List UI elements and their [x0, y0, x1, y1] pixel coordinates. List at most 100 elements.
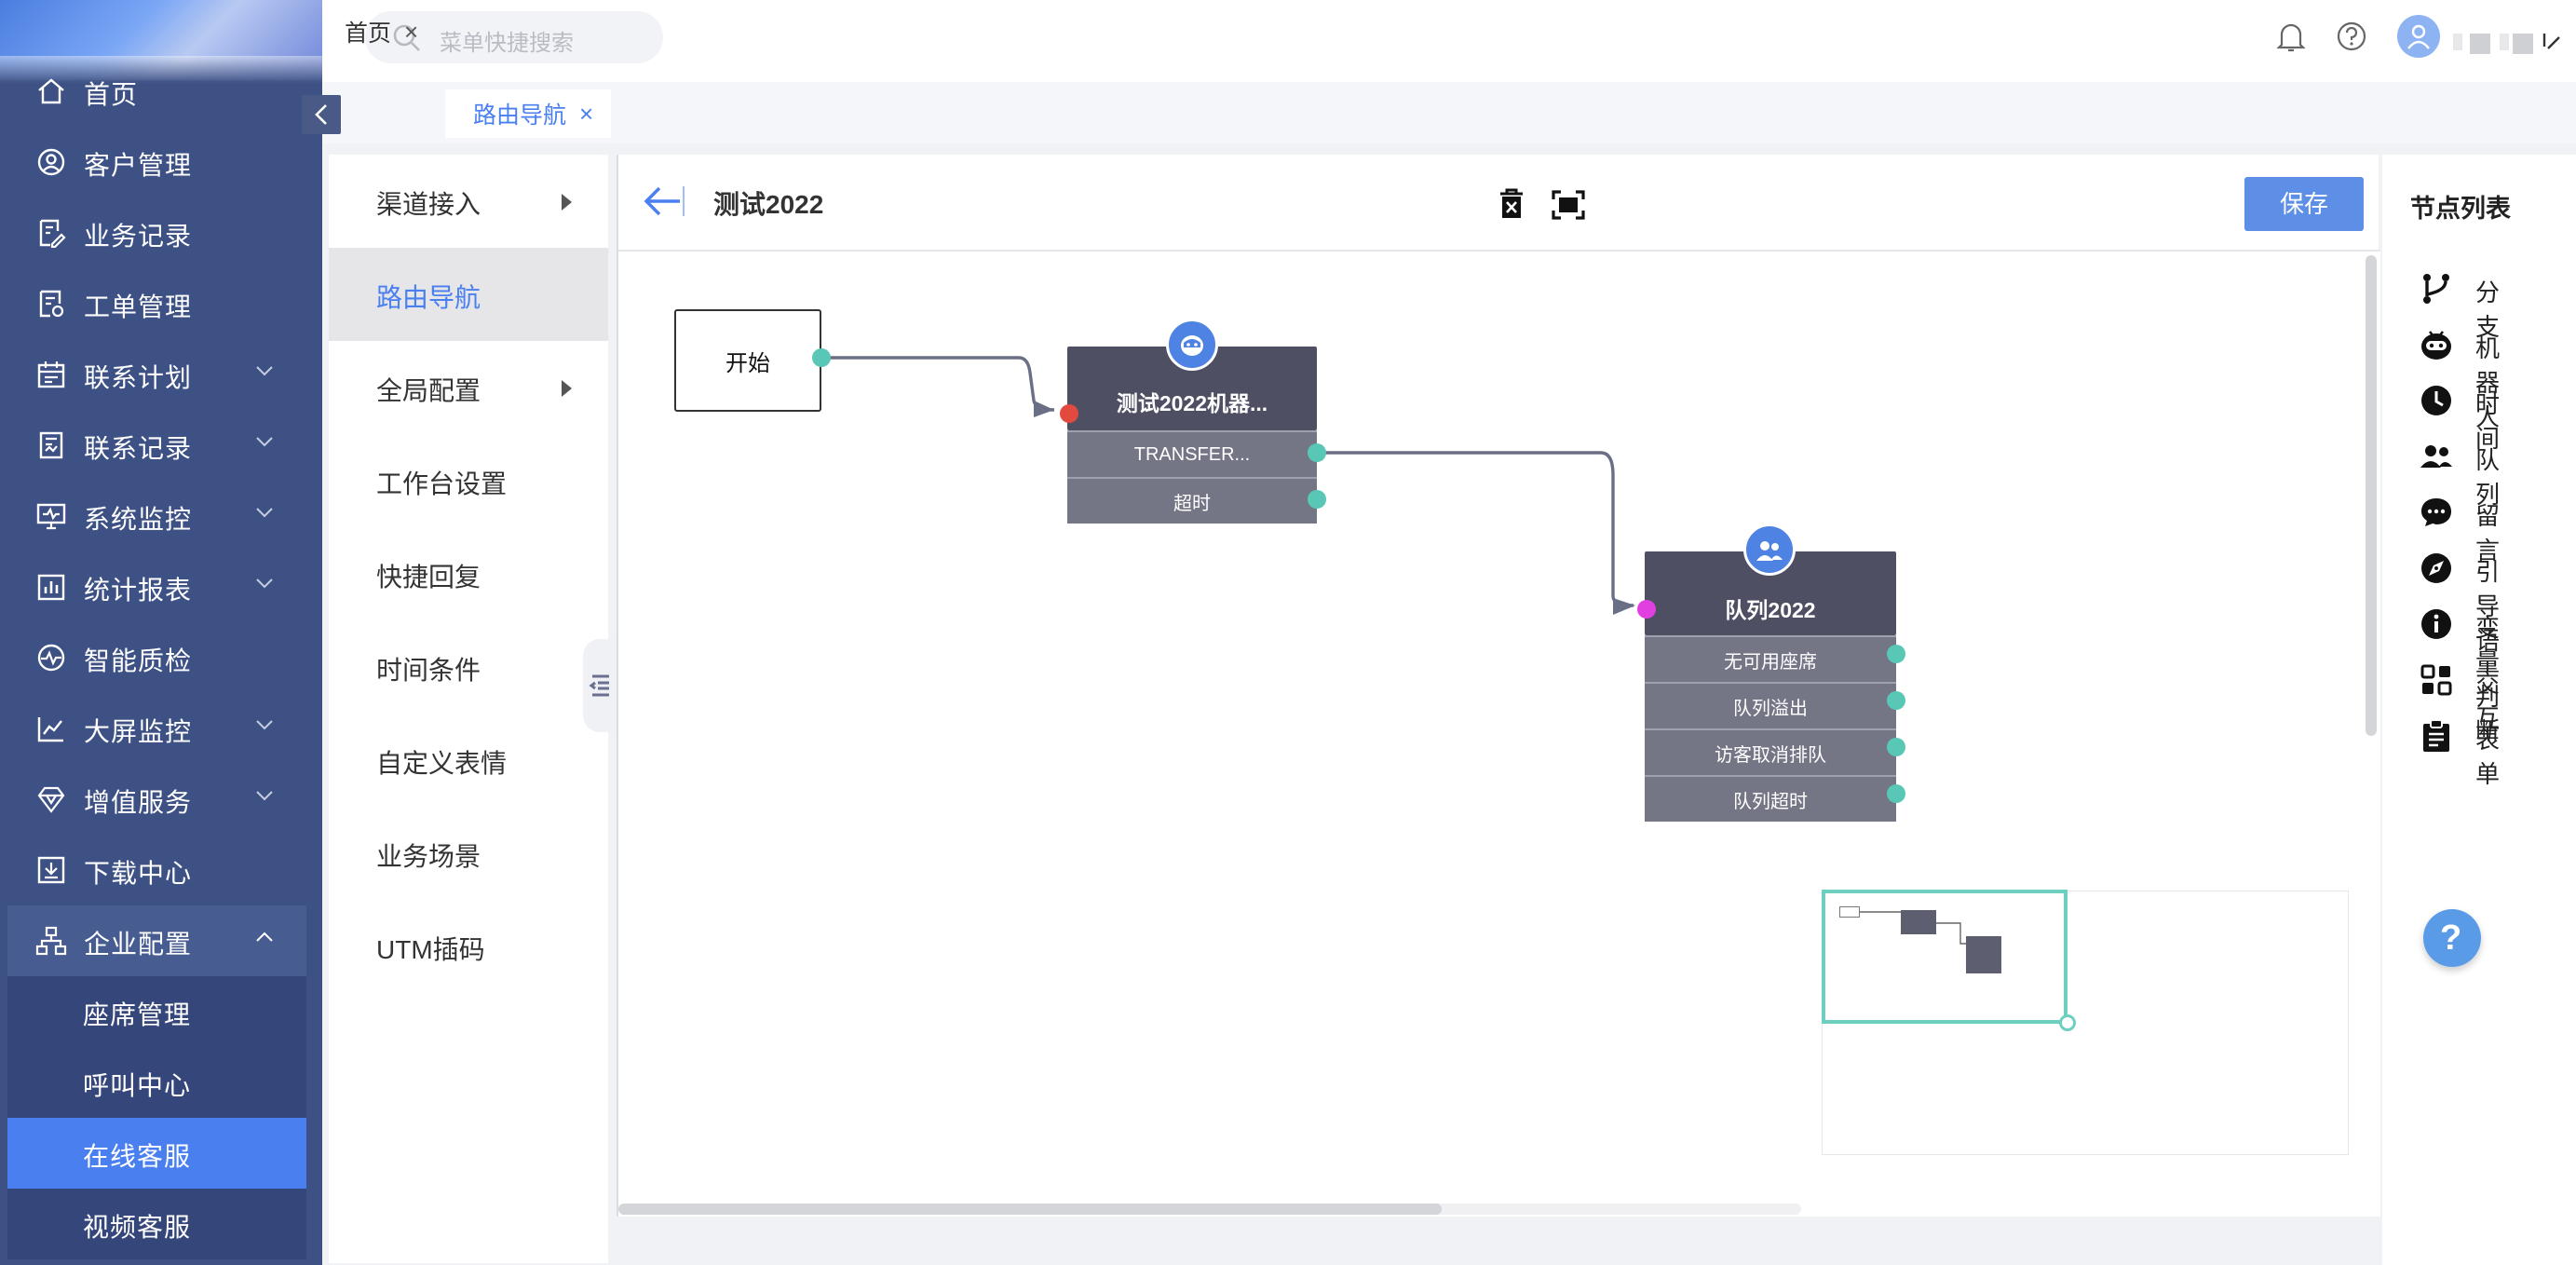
sidebar-item-enterprise-config[interactable]: 企业配置	[7, 905, 306, 976]
screen-icon	[37, 717, 63, 742]
queue-port-row: 队列溢出	[1645, 682, 1896, 728]
sidebar-item-reports[interactable]: 统计报表	[0, 551, 322, 622]
close-icon[interactable]: ×	[404, 17, 419, 46]
flow-canvas[interactable]: 开始 测试2022机器... TRANSFER... 超时 队列2022 无可用…	[618, 252, 2380, 1217]
robot-output-port-timeout[interactable]	[1308, 490, 1326, 509]
queue-output-port-3[interactable]	[1887, 738, 1905, 756]
sidebar-item-system-monitor[interactable]: 系统监控	[0, 481, 322, 551]
bell-icon[interactable]	[2276, 20, 2306, 54]
chevron-down-icon	[256, 791, 273, 801]
tab-home[interactable]: 首页 ×	[345, 7, 434, 56]
collapse-sidebar-button[interactable]	[302, 95, 341, 134]
robot-icon	[2421, 331, 2451, 360]
palette-item-label: 队列	[2475, 446, 2501, 509]
sidebar-item-label: 系统监控	[84, 505, 193, 534]
sidebar-subitem-online-service[interactable]: 在线客服	[7, 1118, 306, 1189]
minimap-viewport[interactable]	[1822, 890, 2068, 1024]
palette-item-label: 时间	[2475, 390, 2501, 453]
sidebar-item-quality[interactable]: 智能质检	[0, 622, 322, 693]
queue-output-port-1[interactable]	[1887, 645, 1905, 663]
menu-collapse-handle[interactable]	[583, 639, 617, 732]
back-arrow-icon[interactable]	[641, 181, 685, 222]
menu-item-business-scene[interactable]: 业务场景	[329, 807, 608, 900]
menu-item-channel-access[interactable]: 渠道接入	[329, 155, 608, 248]
chevron-down-icon[interactable]	[2541, 30, 2567, 56]
avatar[interactable]	[2397, 15, 2440, 58]
sidebar-item-contact-records[interactable]: 联系记录	[0, 410, 322, 481]
fit-view-icon[interactable]	[1552, 190, 1585, 220]
tab-label: 路由导航	[473, 102, 567, 129]
chevron-down-icon	[256, 366, 273, 376]
sidebar-item-label: 统计报表	[84, 576, 193, 605]
record-icon	[39, 431, 63, 459]
menu-item-routing[interactable]: 路由导航	[329, 248, 608, 341]
start-node-label: 开始	[725, 350, 770, 376]
sidebar-item-downloads[interactable]: 下载中心	[0, 835, 322, 905]
menu-item-workbench[interactable]: 工作台设置	[329, 434, 608, 527]
sidebar-item-label: 大屏监控	[84, 717, 193, 746]
queue-input-port[interactable]	[1637, 600, 1656, 619]
help-icon[interactable]	[2336, 20, 2367, 52]
top-bar	[322, 0, 2576, 82]
sidebar-item-value-added[interactable]: 增值服务	[0, 764, 322, 835]
edge-robot-to-queue	[1319, 451, 1634, 607]
sidebar-subitem-agents[interactable]: 座席管理	[7, 976, 306, 1047]
edge-start-to-robot	[821, 356, 1055, 412]
sidebar-subitem-call-center[interactable]: 呼叫中心	[7, 1047, 306, 1118]
quality-icon	[37, 644, 65, 672]
sidebar-item-label: 业务记录	[84, 222, 193, 251]
trash-icon[interactable]	[1498, 188, 1525, 220]
username-blur	[2453, 34, 2462, 50]
menu-item-time-condition[interactable]: 时间条件	[329, 620, 608, 714]
search-placeholder: 菜单快捷搜索	[440, 31, 574, 56]
search-input[interactable]: 菜单快捷搜索	[365, 11, 663, 63]
queue-port-row: 无可用座席	[1645, 635, 1896, 682]
editor-header: 测试2022 保存	[618, 155, 2380, 252]
sidebar-item-home[interactable]: 首页	[0, 56, 322, 127]
queue-port-row: 访客取消排队	[1645, 728, 1896, 775]
vertical-scrollbar[interactable]	[2366, 255, 2377, 736]
menu-item-label: 业务场景	[376, 842, 481, 871]
info-icon	[2421, 609, 2451, 639]
sidebar-item-big-screen[interactable]: 大屏监控	[0, 693, 322, 764]
close-icon[interactable]: ×	[579, 99, 594, 128]
robot-input-port[interactable]	[1060, 404, 1078, 423]
minimap-resize-handle[interactable]	[2059, 1014, 2076, 1031]
sidebar-item-label: 客户管理	[84, 151, 193, 180]
sidebar-item-business-records[interactable]: 业务记录	[0, 197, 322, 268]
menu-item-label: 工作台设置	[376, 469, 508, 498]
edit-doc-icon	[39, 219, 66, 248]
robot-output-port-transfer[interactable]	[1308, 443, 1326, 462]
menu-item-global-config[interactable]: 全局配置	[329, 341, 608, 434]
queue-output-port-4[interactable]	[1887, 784, 1905, 803]
sidebar-subitem-label: 呼叫中心	[83, 1071, 192, 1100]
sidebar-subitem-label: 座席管理	[83, 1000, 192, 1029]
queue-node[interactable]: 队列2022 无可用座席 队列溢出 访客取消排队 队列超时	[1645, 551, 1896, 822]
queue-node-title: 队列2022	[1725, 598, 1816, 622]
sidebar-item-customers[interactable]: 客户管理	[0, 127, 322, 197]
menu-item-custom-emoji[interactable]: 自定义表情	[329, 714, 608, 807]
compass-icon	[2421, 553, 2451, 583]
menu-item-utm[interactable]: UTM插码	[329, 900, 608, 993]
robot-node[interactable]: 测试2022机器... TRANSFER... 超时	[1067, 347, 1317, 531]
start-output-port[interactable]	[812, 348, 831, 367]
sidebar-subitem-video-service[interactable]: 视频客服	[7, 1189, 306, 1259]
horizontal-scrollbar[interactable]	[618, 1204, 1442, 1215]
sidebar-item-tickets[interactable]: 工单管理	[0, 268, 322, 339]
help-float-button[interactable]: ?	[2423, 909, 2481, 967]
queue-output-port-2[interactable]	[1887, 691, 1905, 710]
tab-routing[interactable]: 路由导航 ×	[445, 89, 611, 138]
menu-item-label: 自定义表情	[376, 749, 508, 778]
palette-item-label: 机器人	[2475, 334, 2501, 431]
save-button[interactable]: 保存	[2244, 177, 2364, 231]
palette-item-label: 表单	[2475, 726, 2501, 788]
search-icon	[393, 24, 420, 51]
config-menu: 渠道接入 路由导航 全局配置 工作台设置 快捷回复 时间条件 自定义表情 业务场…	[329, 155, 608, 1263]
sidebar-item-contact-plan[interactable]: 联系计划	[0, 339, 322, 410]
menu-item-quick-reply[interactable]: 快捷回复	[329, 527, 608, 620]
start-node[interactable]: 开始	[674, 309, 821, 412]
sidebar-item-label: 联系计划	[84, 363, 193, 392]
menu-item-label: 渠道接入	[376, 190, 481, 219]
arrow-head	[1613, 598, 1635, 615]
minimap[interactable]	[1822, 890, 2349, 1155]
